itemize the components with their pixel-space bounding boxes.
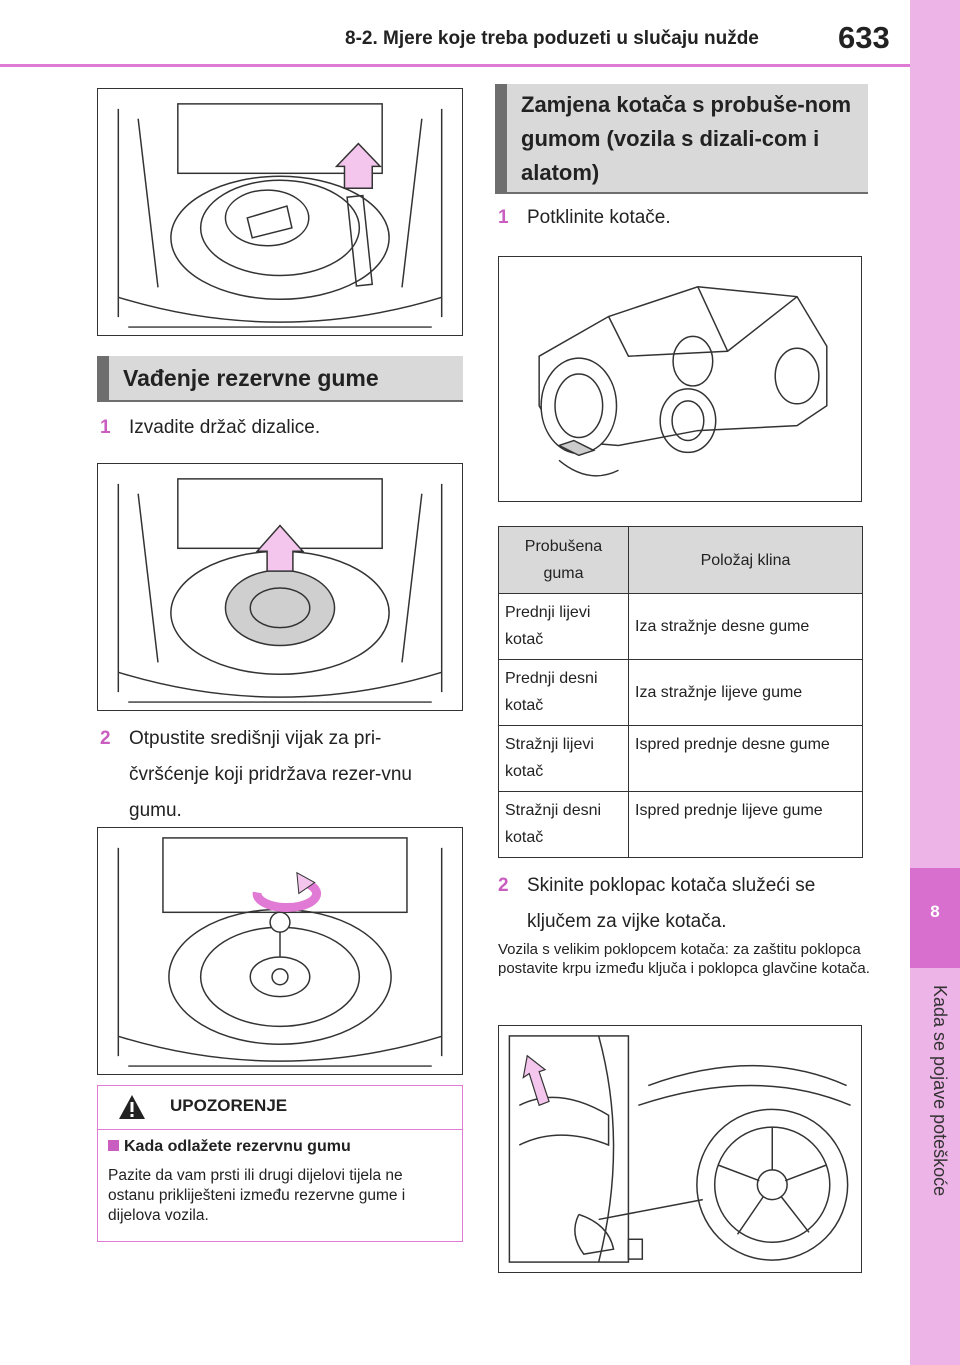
step-number: 1: [100, 417, 111, 438]
up-arrow-icon: [522, 1054, 550, 1107]
step-number: 2: [498, 875, 509, 896]
warning-subtitle: Kada odlažete rezervnu gumu: [108, 1138, 351, 1156]
center-bolt-illustration: [117, 837, 443, 1067]
figure-vehicle-chock: [498, 256, 862, 502]
table-cell: Ispred prednje lijeve gume: [628, 791, 863, 858]
chapter-number: 8: [930, 902, 940, 921]
table-header-row: Probušena guma Položaj klina: [498, 526, 863, 594]
section-heading-tire-change: Zamjena kotača s probuše-nom gumom (vozi…: [495, 84, 868, 194]
section-heading-text: Zamjena kotača s probuše-nom gumom (vozi…: [521, 92, 852, 185]
table-cell: Prednji desni kotač: [498, 659, 629, 726]
warning-text: Pazite da vam prsti ili drugi dijelovi t…: [108, 1167, 406, 1224]
table-cell: Stražnji desni kotač: [498, 791, 629, 858]
wheel-cover-illustration: [508, 1035, 851, 1263]
table-row: Prednji lijevi kotač Iza stražnje desne …: [498, 593, 863, 660]
step-number: 1: [498, 207, 509, 228]
running-header: 8-2. Mjere koje treba poduzeti u slučaju…: [345, 28, 759, 49]
table-cell: Stražnji lijevi kotač: [498, 725, 629, 792]
table-cell: Iza stražnje desne gume: [628, 593, 863, 660]
rotate-arrow-icon: [252, 878, 322, 912]
step-number: 2: [100, 728, 111, 749]
step-text: Izvadite držač dizalice.: [129, 417, 321, 438]
right-step-1: 1 Potklinite kotače.: [498, 200, 858, 236]
figure-wheel-cover: [498, 1025, 862, 1273]
step-text: Otpustite središnji vijak za pri-čvršćen…: [129, 728, 412, 821]
left-step-2: 2 Otpustite središnji vijak za pri-čvršć…: [100, 721, 450, 829]
jack-holder-illustration: [117, 478, 443, 703]
figure-jack-holder: [97, 463, 463, 711]
chapter-number-box: [910, 868, 960, 968]
table-cell: Ispred prednje desne gume: [628, 725, 863, 792]
note-text: Vozila s velikim poklopcem kotača: za za…: [498, 941, 870, 977]
vehicle-chock-illustration: [538, 286, 828, 477]
warning-subtitle-text: Kada odlažete rezervnu gumu: [124, 1138, 351, 1155]
step-text: Skinite poklopac kotača služeći se ključ…: [527, 875, 816, 932]
figure-trunk-jack: [97, 88, 463, 336]
up-arrow-icon: [255, 524, 305, 572]
chock-position-table: Probušena guma Položaj klina Prednji lij…: [498, 526, 863, 858]
table-row: Stražnji lijevi kotač Ispred prednje des…: [498, 725, 863, 792]
step-text: Potklinite kotače.: [527, 207, 671, 228]
section-heading-text: Vađenje rezervne gume: [123, 365, 379, 391]
trunk-jack-illustration: [117, 103, 443, 328]
chapter-name: Kada se pojave poteškoće: [930, 985, 950, 1197]
header-rule: [0, 64, 910, 67]
table-cell: Iza stražnje lijeve gume: [628, 659, 863, 726]
warning-box: UPOZORENJE Kada odlažete rezervnu gumu P…: [97, 1085, 463, 1242]
warning-triangle-icon: [119, 1095, 145, 1119]
left-step-1: 1 Izvadite držač dizalice.: [100, 410, 460, 446]
table-cell: Prednji lijevi kotač: [498, 593, 629, 660]
right-step-2: 2 Skinite poklopac kotača služeći se klj…: [498, 868, 838, 940]
table-header-cell: Položaj klina: [628, 526, 863, 594]
table-row: Stražnji desni kotač Ispred prednje lije…: [498, 791, 863, 858]
table-row: Prednji desni kotač Iza stražnje lijeve …: [498, 659, 863, 726]
bullet-square-icon: [108, 1140, 119, 1151]
section-heading-spare-removal: Vađenje rezervne gume: [97, 356, 463, 402]
chapter-side-tab: [910, 0, 960, 1365]
figure-center-bolt: [97, 827, 463, 1075]
warning-header: UPOZORENJE: [98, 1086, 462, 1130]
page-number: 633: [838, 20, 890, 55]
up-arrow-icon: [334, 142, 382, 189]
warning-title: UPOZORENJE: [170, 1096, 288, 1115]
table-header-cell: Probušena guma: [498, 526, 629, 594]
